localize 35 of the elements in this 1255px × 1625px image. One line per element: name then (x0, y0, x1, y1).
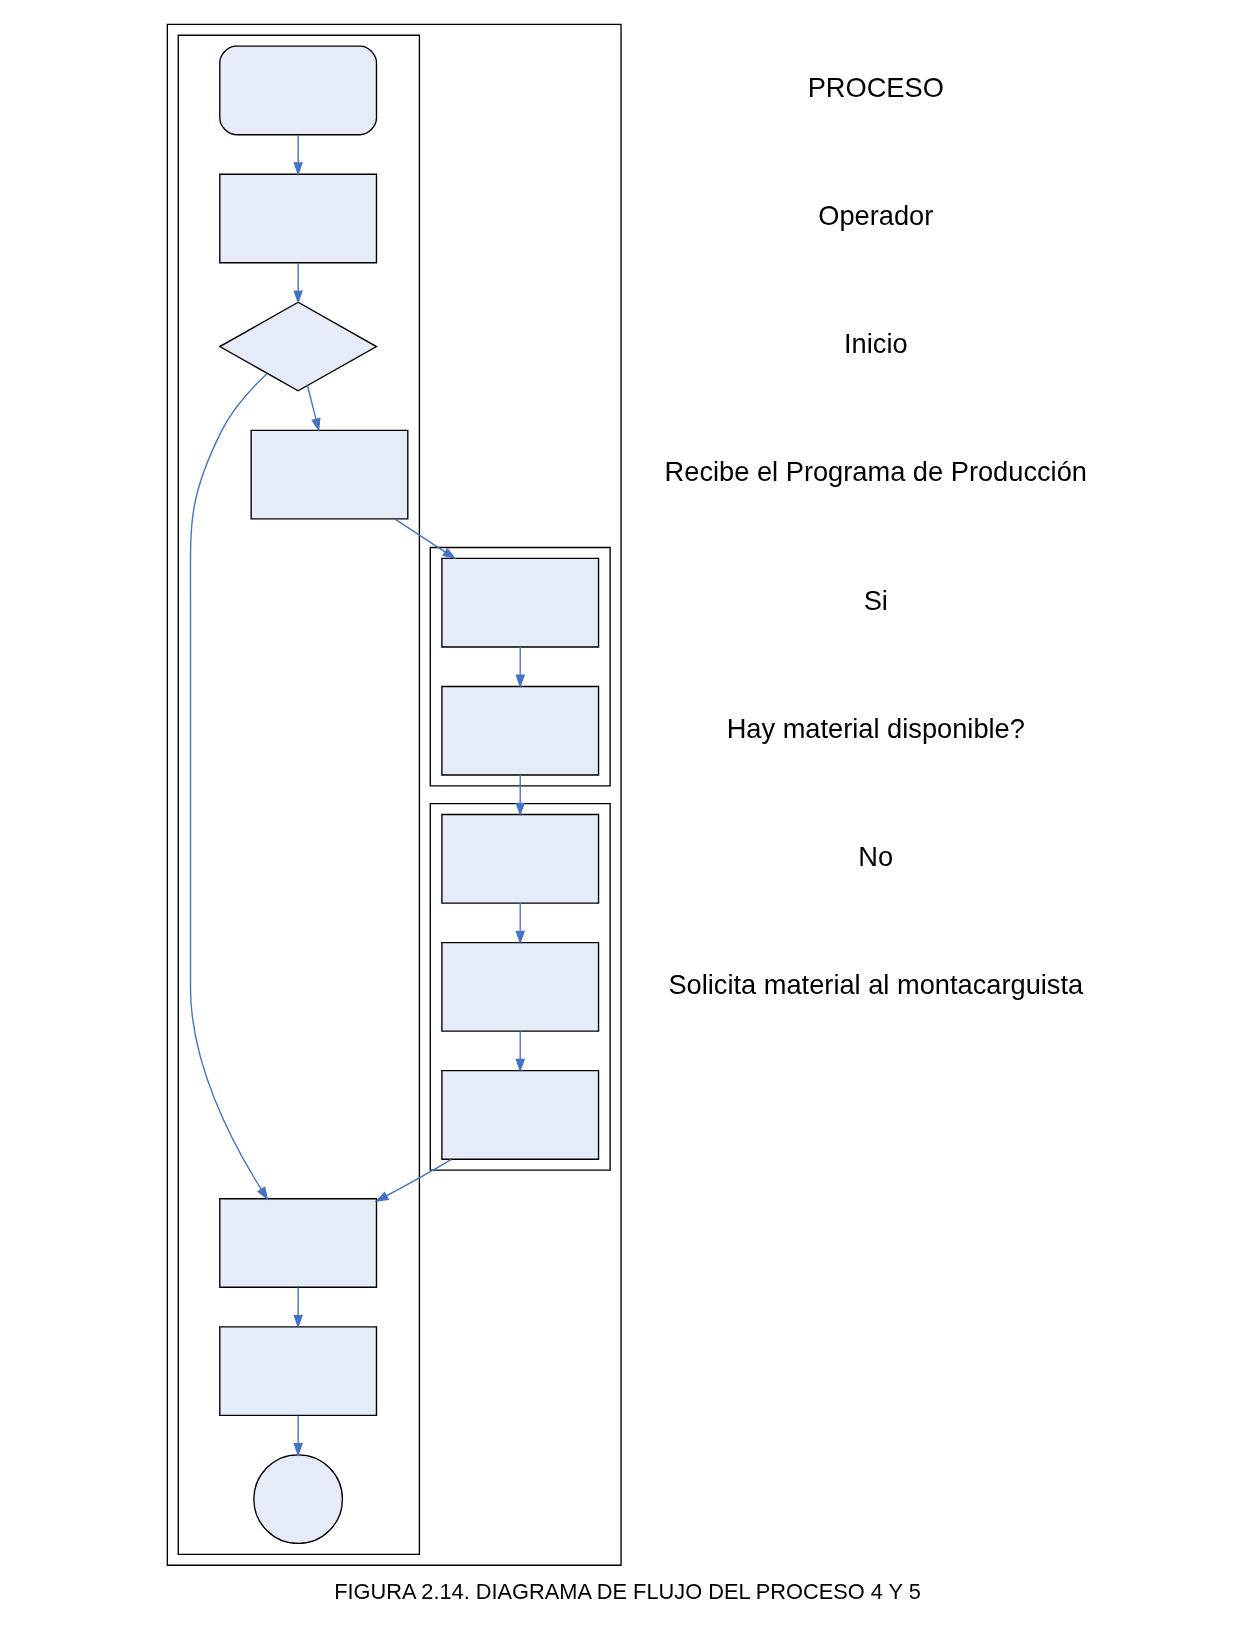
label: PROCESO (807, 72, 944, 104)
node-circle (253, 1454, 344, 1545)
node-box (441, 685, 600, 776)
label: Si (863, 584, 888, 616)
arrow (515, 902, 525, 945)
arrow (394, 518, 457, 560)
arrow (306, 384, 321, 432)
cluster (166, 23, 622, 1566)
arrow (293, 262, 303, 305)
arrow (293, 134, 303, 176)
node-box (219, 173, 378, 264)
cluster (177, 34, 421, 1555)
node-box (441, 1070, 600, 1160)
arrow (515, 646, 525, 689)
node-box (219, 1326, 378, 1417)
label: Hay material disponible? (726, 712, 1025, 744)
arrow (189, 372, 269, 1201)
node-box (441, 813, 600, 904)
label: Recibe el Programa de Producción (664, 456, 1087, 488)
label: Operador (818, 200, 934, 232)
arrow (293, 1286, 303, 1329)
arrow (293, 1414, 303, 1457)
arrow (374, 1158, 453, 1203)
arrow (515, 1030, 525, 1073)
node-box (441, 941, 600, 1032)
node-box (441, 557, 600, 648)
node-oval (219, 45, 378, 136)
node-diamond (218, 301, 378, 392)
caption: FIGURA 2.14. DIAGRAMA DE FLUJO DEL PROCESO 4 Y 5 (334, 1579, 921, 1605)
label: No (858, 840, 894, 872)
label: Solicita material al montacarguista (668, 968, 1084, 1000)
node-box (219, 1198, 378, 1288)
arrow (515, 774, 525, 817)
label: Inicio (844, 328, 908, 360)
node-box (250, 429, 409, 520)
